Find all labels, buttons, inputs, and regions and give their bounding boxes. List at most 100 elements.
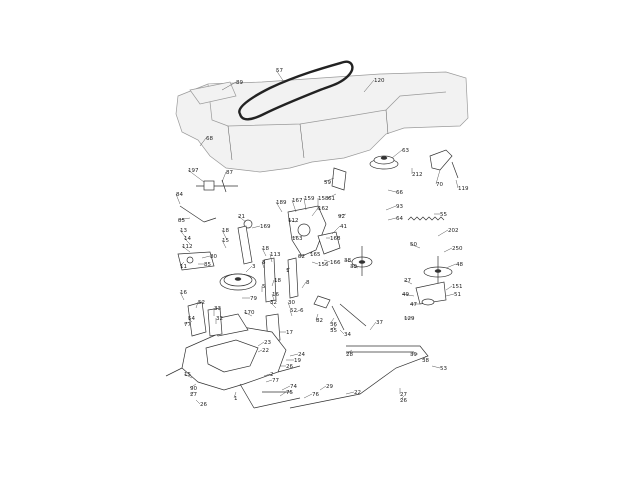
leader-line bbox=[271, 293, 275, 301]
shift-rod bbox=[196, 179, 238, 193]
leader-line bbox=[309, 251, 313, 255]
callout-c85b: 85 bbox=[204, 262, 211, 268]
callout-c112b: 112 bbox=[182, 244, 193, 250]
leader-line bbox=[269, 301, 277, 309]
callout-c85: 85 bbox=[178, 218, 185, 224]
callout-c54: 54 bbox=[188, 316, 195, 322]
leader-line bbox=[237, 215, 247, 223]
leader-line bbox=[265, 379, 273, 383]
leader-line bbox=[183, 237, 191, 245]
callout-c14: 14 bbox=[184, 236, 191, 242]
leader-line bbox=[285, 267, 291, 271]
callout-c1b: 1 bbox=[234, 396, 238, 402]
callout-c48: 48 bbox=[456, 262, 463, 268]
callout-c19: 19 bbox=[294, 358, 301, 364]
callout-c92: 92 bbox=[338, 214, 345, 220]
callout-c26c: 26 bbox=[200, 402, 207, 408]
transmission-pulley bbox=[219, 273, 257, 291]
callout-c167: 167 bbox=[292, 198, 303, 204]
leader-line bbox=[275, 201, 283, 213]
callout-c82b: 82 bbox=[316, 318, 323, 324]
right-arm bbox=[415, 281, 447, 306]
leader-line bbox=[303, 197, 307, 211]
callout-c156: 156 bbox=[318, 262, 329, 268]
leader-line bbox=[443, 247, 453, 253]
callout-c57: 57 bbox=[276, 68, 283, 74]
leader-line bbox=[455, 179, 459, 189]
leader-line bbox=[271, 279, 275, 287]
callout-c41: 41 bbox=[340, 224, 347, 230]
leader-line bbox=[401, 293, 415, 297]
callout-c197: 197 bbox=[188, 168, 199, 174]
callout-c1: 1 bbox=[286, 268, 290, 274]
right-idler-pulley bbox=[423, 256, 453, 286]
leader-line bbox=[301, 281, 307, 289]
leader-line bbox=[437, 229, 449, 237]
callout-c120: 120 bbox=[374, 78, 385, 84]
leader-line bbox=[221, 239, 227, 249]
callout-c212: 212 bbox=[412, 172, 423, 178]
leader-line bbox=[287, 301, 291, 309]
leader-line bbox=[409, 243, 421, 249]
leader-line bbox=[189, 383, 197, 389]
callout-c28: 28 bbox=[346, 352, 353, 358]
leader-line bbox=[179, 229, 187, 239]
mounting-brackets bbox=[263, 257, 299, 343]
callout-c5: 5 bbox=[262, 284, 266, 290]
leader-line bbox=[323, 259, 331, 263]
callout-c52a: 52 bbox=[198, 300, 205, 306]
callout-c39: 39 bbox=[350, 264, 357, 270]
callout-c39b: 39 bbox=[410, 352, 417, 358]
spring bbox=[407, 216, 445, 221]
callout-c89: 89 bbox=[236, 80, 243, 86]
belt-guide-bracket bbox=[429, 149, 459, 179]
leader-line bbox=[431, 365, 441, 369]
leader-line bbox=[195, 399, 201, 405]
callout-c38b: 38 bbox=[422, 358, 429, 364]
leader-line bbox=[385, 205, 397, 211]
callout-c166: 166 bbox=[330, 260, 341, 266]
leader-line bbox=[399, 395, 405, 401]
callout-c15: 15 bbox=[222, 238, 229, 244]
callout-c16b: 16 bbox=[272, 292, 279, 298]
upper-pulley bbox=[369, 155, 399, 170]
leader-line bbox=[445, 263, 457, 269]
leader-line bbox=[221, 229, 227, 239]
chassis-frame bbox=[175, 71, 469, 173]
leader-line bbox=[363, 79, 375, 93]
leader-line bbox=[221, 81, 237, 91]
drive-belt bbox=[238, 60, 354, 121]
callout-c3: 3 bbox=[252, 264, 256, 270]
callout-c90: 90 bbox=[190, 386, 197, 392]
leader-line bbox=[421, 355, 427, 361]
leader-line bbox=[187, 317, 193, 323]
leader-line bbox=[183, 373, 193, 379]
shift-lever bbox=[239, 383, 301, 409]
callout-c168: 168 bbox=[330, 236, 341, 242]
leader-line bbox=[349, 265, 359, 269]
callout-c32: 32 bbox=[270, 300, 277, 306]
leader-line bbox=[279, 391, 287, 397]
leader-line bbox=[189, 391, 195, 395]
callout-c33: 33 bbox=[214, 306, 221, 312]
leader-line bbox=[291, 235, 299, 239]
callout-c189: 189 bbox=[276, 200, 287, 206]
callout-c250: 250 bbox=[452, 246, 463, 252]
callout-c113: 113 bbox=[270, 252, 281, 258]
callout-c87: 87 bbox=[226, 170, 233, 176]
callout-c163: 163 bbox=[292, 236, 303, 242]
callout-c82: 82 bbox=[298, 254, 305, 260]
leader-line bbox=[287, 219, 297, 223]
callout-c61: 61 bbox=[328, 196, 335, 202]
leader-line bbox=[445, 285, 453, 291]
leader-line bbox=[369, 321, 377, 331]
leader-line bbox=[245, 265, 253, 273]
callout-c51: 51 bbox=[454, 292, 461, 298]
callout-c17: 17 bbox=[286, 330, 293, 336]
leader-line bbox=[319, 385, 327, 391]
callout-c49: 49 bbox=[402, 292, 409, 298]
leader-line bbox=[257, 349, 263, 353]
callout-c11: 11 bbox=[180, 264, 187, 270]
